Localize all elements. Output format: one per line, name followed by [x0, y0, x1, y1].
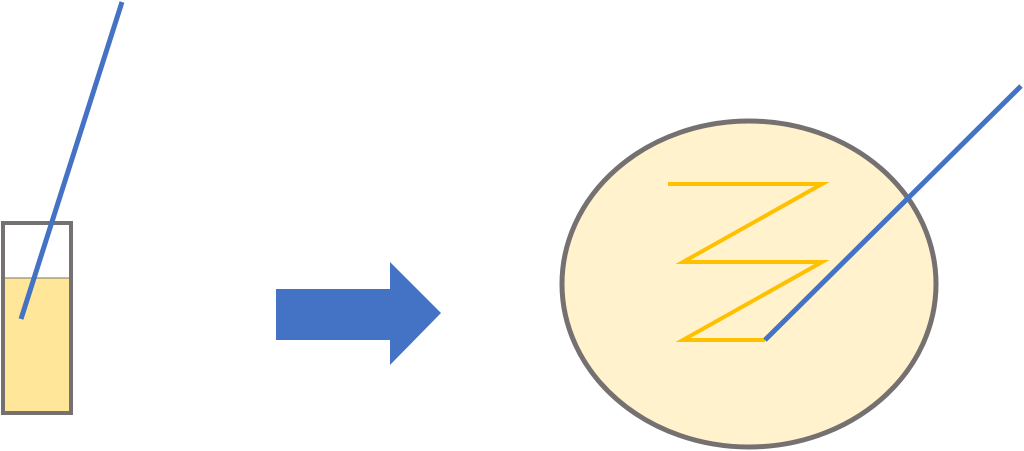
plate-loop-icon [763, 84, 1023, 342]
agar-plate-icon [559, 118, 939, 450]
tube-outline [1, 221, 73, 415]
right-arrow-icon [276, 262, 441, 365]
tube-broth [3, 278, 71, 413]
inoculation-loop-icon [18, 1, 125, 320]
zigzag-streak-icon [668, 182, 830, 342]
culture-tube-icon [1, 221, 73, 415]
